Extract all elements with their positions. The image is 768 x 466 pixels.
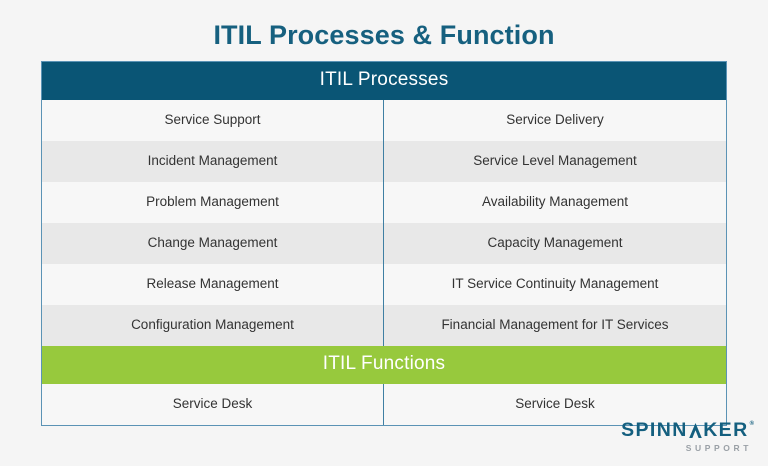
table-row: Release Management IT Service Continuity… [42,264,726,305]
logo-wordmark: SPINN KER ® [608,420,754,440]
table-row: Incident Management Service Level Manage… [42,141,726,182]
table-cell-left: Service Desk [42,384,384,425]
table-cell-right: Service Desk [515,396,595,411]
itil-functions-band: ITIL Functions [42,346,726,384]
table-cell-right: Service Level Management [473,153,637,168]
table-cell-left: Problem Management [42,182,384,223]
itil-processes-band: ITIL Processes [42,62,726,100]
table-cell-left: Service Support [42,100,384,141]
table-row: Problem Management Availability Manageme… [42,182,726,223]
spinnaker-support-logo: SPINN KER ® SUPPORT [608,420,754,453]
table-cell-right: IT Service Continuity Management [451,276,659,291]
logo-word-part2: KER [703,418,749,441]
table-cell-right: Availability Management [481,194,629,209]
table-cell-left: Incident Management [42,141,384,182]
logo-word-part1: SPINN [621,418,688,441]
registered-trademark-icon: ® [749,420,754,427]
table-row: Configuration Management Financial Manag… [42,305,726,346]
table-cell-right: Service Delivery [506,112,604,127]
table-cell-left: Configuration Management [42,305,384,346]
table-cell-left: Change Management [42,223,384,264]
table-row: Service Desk Service Desk [42,384,726,425]
table-cell-right: Capacity Management [487,235,623,250]
table-row: Change Management Capacity Management [42,223,726,264]
sail-triangle-icon [688,423,702,438]
table-cell-left: Release Management [42,264,384,305]
table-row: Service Support Service Delivery [42,100,726,141]
logo-tagline: SUPPORT [685,442,752,453]
itil-table: ITIL Processes Service Support Service D… [41,61,727,426]
table-cell-right: Financial Management for IT Services [441,317,669,332]
page-title: ITIL Processes & Function [213,20,555,50]
